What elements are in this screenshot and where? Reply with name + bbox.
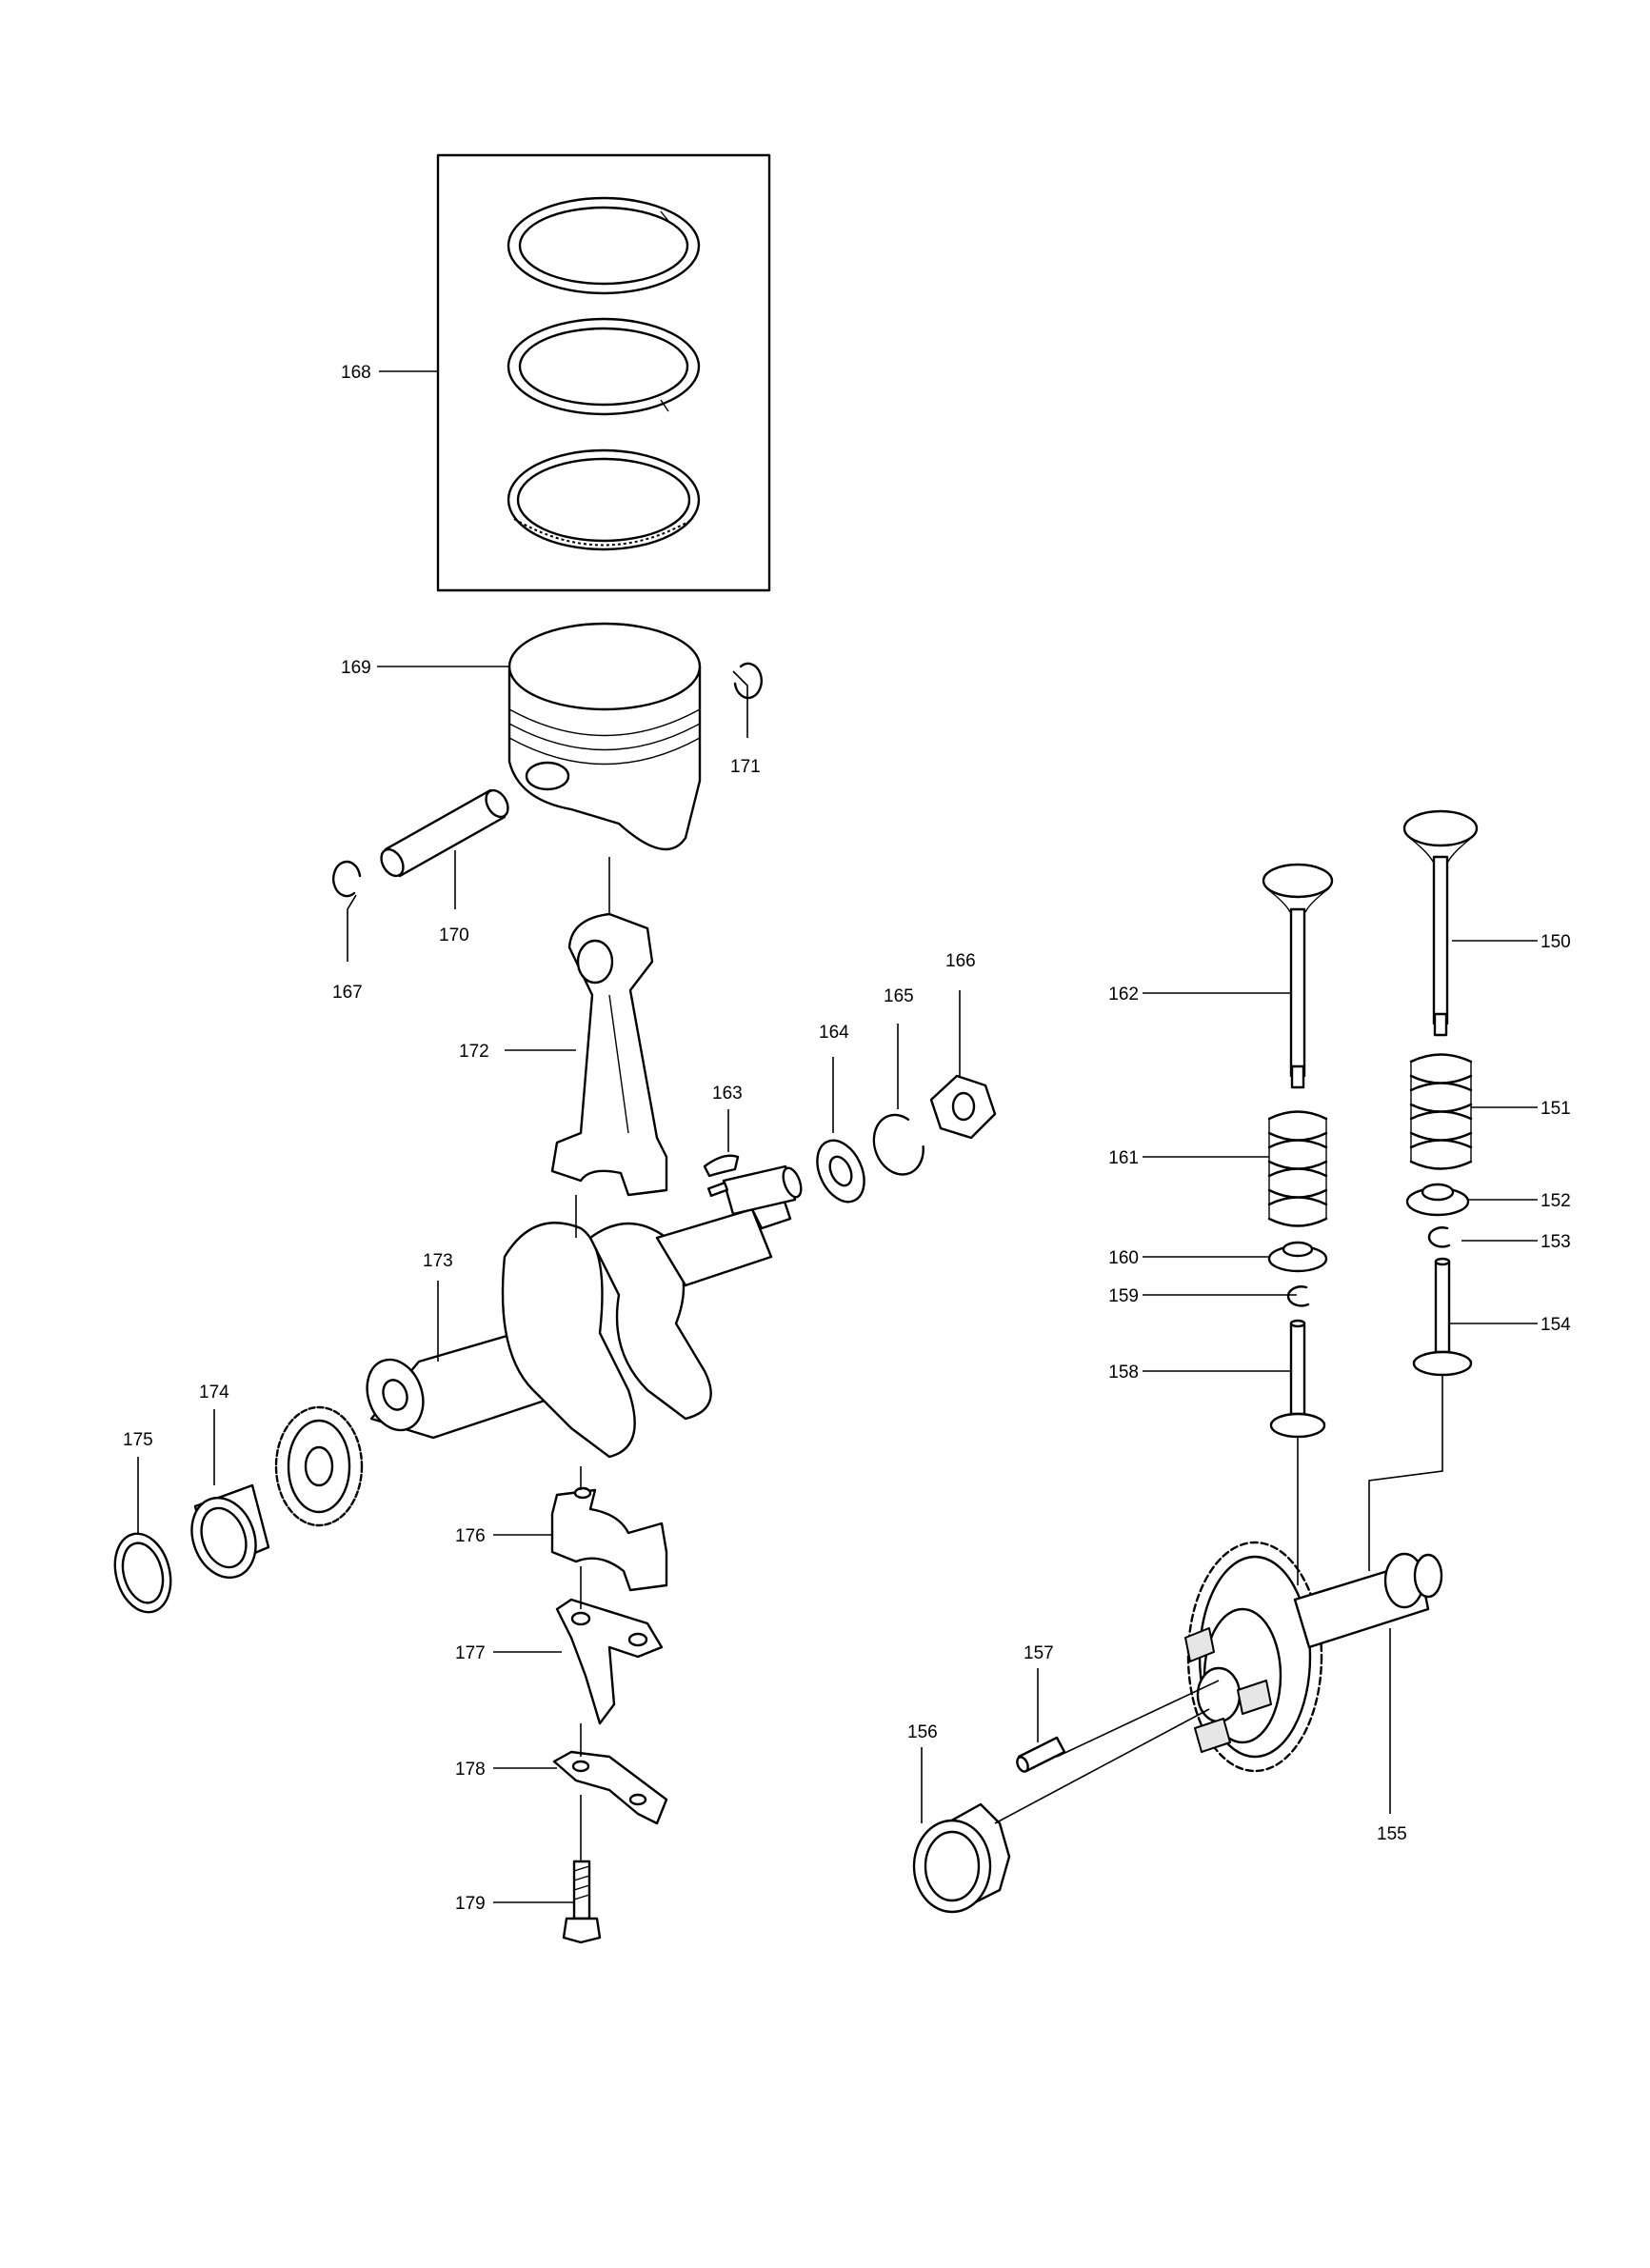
intake-valve[interactable] [1262,863,1334,1089]
label-158: 158 [1108,1363,1139,1383]
cam-bushing[interactable] [912,1802,1011,1914]
label-173: 173 [423,1251,453,1271]
label-159: 159 [1108,1286,1139,1306]
label-151: 151 [1541,1099,1571,1119]
valve-cotter-right[interactable] [1427,1226,1451,1248]
label-162: 162 [1108,985,1139,1005]
connecting-rod[interactable] [550,912,668,1197]
label-176: 176 [455,1526,486,1546]
label-169: 169 [341,658,371,678]
label-167: 167 [332,983,363,1003]
leader-lines [137,370,1538,1903]
part-labels: 168 169 171 170 167 172 163 164 165 166 … [123,363,1571,1914]
lock-plate[interactable] [552,1750,668,1825]
piston-ring-set-box[interactable] [436,153,771,592]
label-153: 153 [1541,1232,1571,1252]
exhaust-valve[interactable] [1402,809,1479,1037]
spring-washer[interactable] [865,1108,930,1182]
label-174: 174 [199,1383,229,1403]
seal-ring[interactable] [107,1527,179,1619]
circlip-right[interactable] [733,662,763,700]
crankshaft[interactable] [358,1164,805,1459]
label-178: 178 [455,1760,486,1780]
bolt[interactable] [562,1860,602,1944]
label-155: 155 [1377,1824,1407,1844]
label-157: 157 [1024,1643,1054,1663]
crankshaft-gear[interactable] [274,1405,364,1527]
label-179: 179 [455,1894,486,1914]
rod-cap[interactable] [550,1486,668,1592]
label-168: 168 [341,363,371,383]
label-163: 163 [712,1084,743,1104]
label-170: 170 [439,925,469,945]
camshaft[interactable] [1184,1541,1443,1773]
label-172: 172 [459,1042,489,1062]
piston-pin[interactable] [377,786,512,880]
label-160: 160 [1108,1248,1139,1268]
circlip-left[interactable] [332,860,362,898]
label-175: 175 [123,1430,153,1450]
label-177: 177 [455,1643,486,1663]
label-161: 161 [1108,1148,1139,1168]
label-171: 171 [730,757,761,777]
piston[interactable] [507,622,702,851]
label-152: 152 [1541,1191,1571,1211]
hex-nut[interactable] [929,1074,997,1140]
valve-cotter-left[interactable] [1286,1285,1310,1307]
label-164: 164 [819,1023,849,1043]
spring-retainer-right[interactable] [1405,1183,1470,1217]
tappet-left[interactable] [1269,1319,1326,1439]
label-166: 166 [945,951,976,971]
label-156: 156 [907,1722,938,1742]
tappet-right[interactable] [1412,1257,1473,1377]
label-165: 165 [884,986,914,1006]
bearing-sleeve[interactable] [181,1483,270,1586]
valve-spring-left[interactable] [1267,1110,1328,1227]
washer[interactable] [808,1133,874,1209]
spring-retainer-left[interactable] [1267,1241,1328,1273]
valve-spring-right[interactable] [1409,1053,1473,1170]
label-150: 150 [1541,932,1571,952]
dowel-pin[interactable] [1015,1736,1066,1773]
woodruff-key[interactable] [703,1154,740,1178]
label-154: 154 [1541,1315,1571,1335]
oil-dipper[interactable] [555,1598,664,1725]
